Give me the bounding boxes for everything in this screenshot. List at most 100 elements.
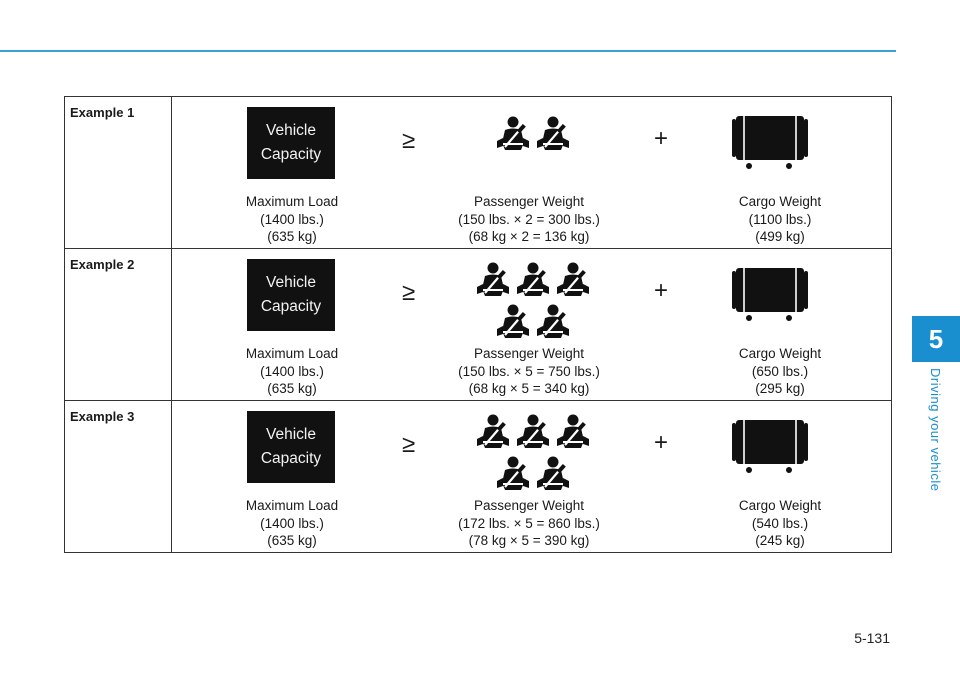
example-content-cell: Vehicle Capacity ≥ + Maximum Load (1400 … [171, 248, 892, 401]
example-label-cell: Example 2 [64, 248, 172, 401]
cargo-wheel-dot [746, 467, 752, 473]
passenger-weight-lbs: (150 lbs. × 5 = 750 lbs.) [458, 363, 600, 379]
example-row: Example 3 Vehicle Capacity ≥ + Maximum L… [64, 400, 892, 553]
example-content: Vehicle Capacity ≥ + Maximum Load (1400 … [172, 401, 891, 552]
passenger-seat-icon [534, 455, 572, 495]
example-content-cell: Vehicle Capacity ≥ + Maximum Load (1400 … [171, 400, 892, 553]
max-load-title: Maximum Load [245, 194, 339, 209]
cargo-weight-title: Cargo Weight [738, 194, 822, 209]
plus-sign: + [654, 429, 669, 456]
passenger-weight-lbs: (172 lbs. × 5 = 860 lbs.) [458, 515, 600, 531]
passenger-weight-caption: Passenger Weight (150 lbs. × 5 = 750 lbs… [439, 345, 619, 398]
passenger-weight-title: Passenger Weight [473, 498, 585, 513]
greater-equal-sign: ≥ [402, 431, 416, 458]
passenger-seat-icon [474, 413, 512, 453]
example-row: Example 2 Vehicle Capacity ≥ + Maximum L… [64, 248, 892, 401]
cargo-wheel-dot [786, 163, 792, 169]
greater-equal-sign: ≥ [402, 127, 416, 154]
capacity-label-line1: Vehicle [266, 274, 316, 291]
cargo-wheel-dot [786, 315, 792, 321]
cargo-weight-title: Cargo Weight [738, 498, 822, 513]
passenger-icon-row [468, 115, 598, 155]
max-load-lbs: (1400 lbs.) [260, 515, 324, 531]
plus-sign: + [654, 277, 669, 304]
maximum-load-caption: Maximum Load (1400 lbs.) (635 kg) [202, 193, 382, 246]
max-load-kg: (635 kg) [267, 381, 317, 396]
capacity-label-line2: Capacity [260, 298, 322, 315]
cargo-weight-kg: (295 kg) [755, 381, 805, 396]
maximum-load-caption: Maximum Load (1400 lbs.) (635 kg) [202, 497, 382, 550]
header-rule [0, 50, 896, 52]
example-content: Vehicle Capacity ≥ + Maximum Load (1400 … [172, 97, 891, 248]
passenger-weight-kg: (78 kg × 5 = 390 kg) [468, 533, 590, 548]
cargo-wheel-dot [746, 315, 752, 321]
example-label-cell: Example 1 [64, 96, 172, 249]
capacity-label-line1: Vehicle [266, 426, 316, 443]
chapter-number-tab: 5 [912, 316, 960, 362]
max-load-title: Maximum Load [245, 498, 339, 513]
vehicle-capacity-label: Vehicle Capacity [247, 259, 335, 331]
passenger-weight-caption: Passenger Weight (150 lbs. × 2 = 300 lbs… [439, 193, 619, 246]
cargo-wheel-dot [786, 467, 792, 473]
capacity-label-line2: Capacity [260, 146, 322, 163]
cargo-box-icon [732, 115, 812, 169]
example-label-cell: Example 3 [64, 400, 172, 553]
plus-sign: + [654, 125, 669, 152]
example-label: Example 3 [70, 409, 135, 424]
example-label: Example 1 [70, 105, 135, 120]
cargo-weight-caption: Cargo Weight (540 lbs.) (245 kg) [690, 497, 870, 550]
example-row: Example 1 Vehicle Capacity ≥ + Maximum L… [64, 96, 892, 249]
passenger-seat-icon [474, 261, 512, 301]
passenger-icon-row [468, 303, 598, 343]
passenger-icon-row [468, 261, 598, 301]
cargo-box-icon [732, 419, 812, 473]
passenger-icon-group [468, 413, 598, 503]
example-label: Example 2 [70, 257, 135, 272]
passenger-weight-caption: Passenger Weight (172 lbs. × 5 = 860 lbs… [439, 497, 619, 550]
passenger-seat-icon [554, 261, 592, 301]
passenger-icon-group [468, 115, 598, 205]
vehicle-capacity-label: Vehicle Capacity [247, 411, 335, 483]
passenger-weight-kg: (68 kg × 5 = 340 kg) [468, 381, 590, 396]
passenger-seat-icon [494, 115, 532, 155]
passenger-seat-icon [494, 303, 532, 343]
cargo-weight-lbs: (540 lbs.) [751, 515, 809, 531]
passenger-weight-title: Passenger Weight [473, 346, 585, 361]
passenger-weight-title: Passenger Weight [473, 194, 585, 209]
capacity-label-line2: Capacity [260, 450, 322, 467]
page-number: 5-131 [854, 630, 890, 646]
vehicle-capacity-label: Vehicle Capacity [247, 107, 335, 179]
cargo-weight-caption: Cargo Weight (650 lbs.) (295 kg) [690, 345, 870, 398]
example-content-cell: Vehicle Capacity ≥ + Maximum Load (1400 … [171, 96, 892, 249]
cargo-box-icon [732, 267, 812, 321]
passenger-weight-lbs: (150 lbs. × 2 = 300 lbs.) [458, 211, 600, 227]
passenger-icon-row [468, 413, 598, 453]
example-content: Vehicle Capacity ≥ + Maximum Load (1400 … [172, 249, 891, 400]
passenger-icon-group [468, 261, 598, 351]
cargo-weight-caption: Cargo Weight (1100 lbs.) (499 kg) [690, 193, 870, 246]
cargo-wheel-dot [746, 163, 752, 169]
cargo-weight-lbs: (1100 lbs.) [748, 211, 812, 227]
passenger-weight-kg: (68 kg × 2 = 136 kg) [468, 229, 590, 244]
passenger-icon-row [468, 455, 598, 495]
passenger-seat-icon [514, 261, 552, 301]
cargo-weight-kg: (499 kg) [755, 229, 805, 244]
greater-equal-sign: ≥ [402, 279, 416, 306]
cargo-weight-lbs: (650 lbs.) [751, 363, 809, 379]
cargo-weight-kg: (245 kg) [755, 533, 805, 548]
max-load-kg: (635 kg) [267, 533, 317, 548]
passenger-seat-icon [494, 455, 532, 495]
cargo-weight-title: Cargo Weight [738, 346, 822, 361]
max-load-title: Maximum Load [245, 346, 339, 361]
maximum-load-caption: Maximum Load (1400 lbs.) (635 kg) [202, 345, 382, 398]
passenger-seat-icon [554, 413, 592, 453]
chapter-title: Driving your vehicle [928, 368, 943, 492]
capacity-label-line1: Vehicle [266, 122, 316, 139]
load-examples-table: Example 1 Vehicle Capacity ≥ + Maximum L… [64, 96, 892, 553]
max-load-lbs: (1400 lbs.) [260, 363, 324, 379]
passenger-seat-icon [514, 413, 552, 453]
max-load-lbs: (1400 lbs.) [260, 211, 324, 227]
max-load-kg: (635 kg) [267, 229, 317, 244]
passenger-seat-icon [534, 303, 572, 343]
passenger-seat-icon [534, 115, 572, 155]
